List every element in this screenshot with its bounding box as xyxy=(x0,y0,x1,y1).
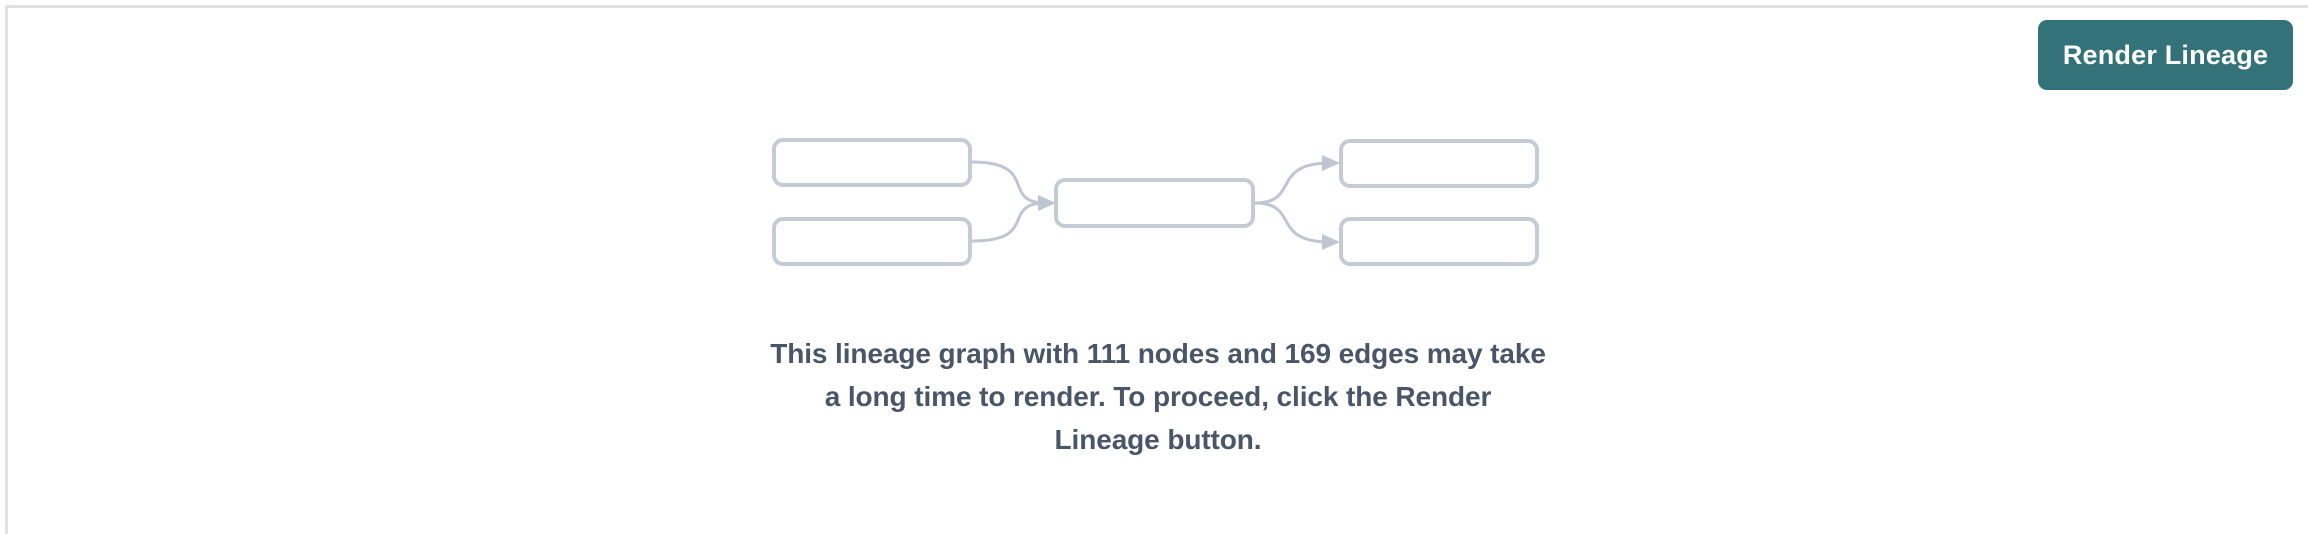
placeholder-node-right-bottom xyxy=(1339,217,1539,266)
arrowhead-into-right-bottom xyxy=(1322,234,1340,250)
placeholder-node-left-bottom xyxy=(772,217,972,266)
placeholder-node-right-top xyxy=(1339,139,1539,188)
panel-top-border xyxy=(5,5,2308,8)
arrowhead-into-center xyxy=(1038,195,1056,211)
edge-center-to-right-bottom xyxy=(1254,201,1331,244)
render-lineage-button[interactable]: Render Lineage xyxy=(2038,20,2293,90)
edge-left-top-to-center xyxy=(971,160,1047,205)
lineage-graph-placeholder xyxy=(772,138,1539,266)
edge-left-bottom-to-center xyxy=(971,201,1047,243)
placeholder-node-center xyxy=(1054,178,1255,228)
panel-left-border xyxy=(5,5,8,534)
edge-center-to-right-top xyxy=(1254,161,1331,205)
arrowhead-into-right-top xyxy=(1322,155,1340,171)
lineage-warning-message: This lineage graph with 111 nodes and 16… xyxy=(770,338,1546,455)
placeholder-node-left-top xyxy=(772,138,972,187)
